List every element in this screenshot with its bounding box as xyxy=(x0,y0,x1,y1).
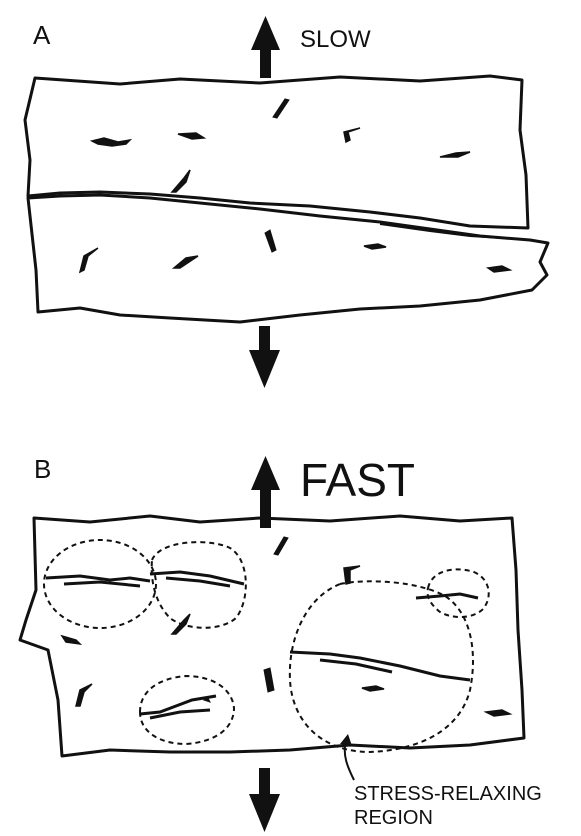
panel-a: A SLOW xyxy=(25,16,548,388)
panel-b-microcracks xyxy=(62,537,510,716)
region-label-line2: REGION xyxy=(354,807,433,829)
panel-a-microcracks-upper xyxy=(92,99,470,192)
panel-a-lower-block xyxy=(28,195,548,322)
panel-b-block xyxy=(20,516,524,756)
stress-zone-left xyxy=(44,540,156,628)
stress-zone-left-mid xyxy=(152,542,246,628)
stress-zone-large xyxy=(290,581,473,752)
panel-a-down-arrow xyxy=(249,326,280,388)
panel-b-down-arrow xyxy=(249,768,280,832)
panel-b: B FAST xyxy=(20,454,542,832)
panel-b-relaxed-cracks xyxy=(46,572,478,718)
region-label-line1: STRESS-RELAXING xyxy=(354,783,542,805)
stress-zone-bottom-left xyxy=(140,676,234,744)
panel-a-up-arrow xyxy=(251,16,280,78)
panel-b-letter: B xyxy=(34,454,51,484)
panel-a-rate-label: SLOW xyxy=(300,26,371,53)
panel-b-stress-zones xyxy=(44,540,489,752)
panel-a-letter: A xyxy=(33,20,51,50)
region-label-leader-tip xyxy=(340,734,352,746)
panel-a-microcracks-lower xyxy=(80,230,510,272)
panel-a-upper-block xyxy=(25,76,528,228)
panel-b-rate-label: FAST xyxy=(300,454,415,506)
